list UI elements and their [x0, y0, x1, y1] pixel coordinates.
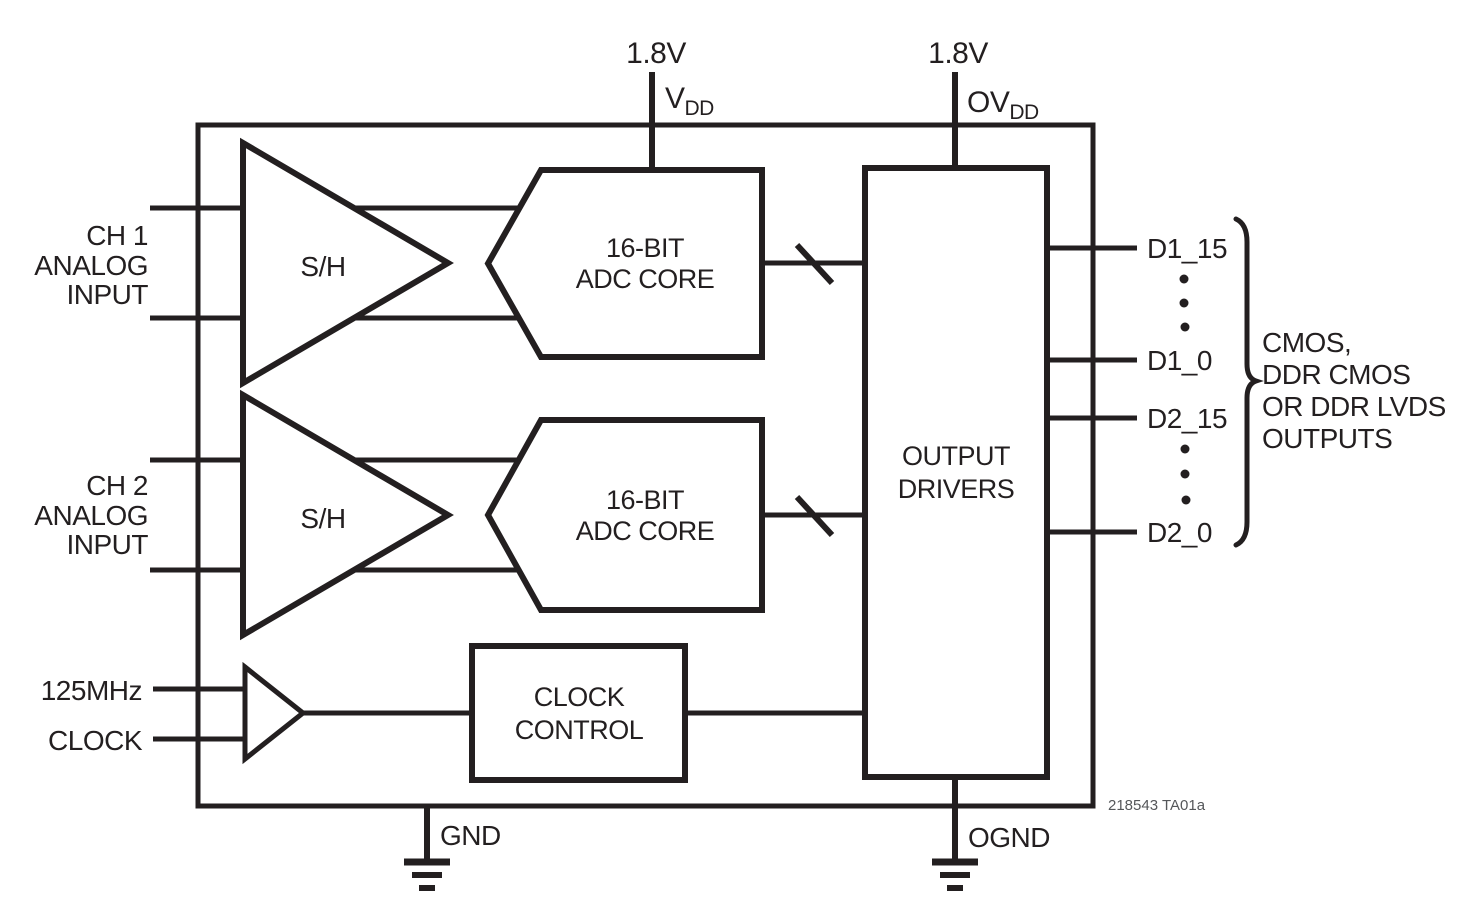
adc1-label-line2: ADC CORE: [576, 264, 715, 294]
output-drivers-block: [862, 165, 1050, 780]
ognd-label: OGND: [968, 822, 1050, 853]
ch1-input-label: CH 1 ANALOG INPUT: [34, 220, 149, 310]
outputs-note-line3: OR DDR LVDS: [1262, 391, 1446, 422]
output-drivers-label-line1: OUTPUT: [902, 441, 1010, 471]
clock-control-label: CLOCK CONTROL: [515, 682, 644, 745]
clock-control-label-line2: CONTROL: [515, 715, 644, 745]
ch2-label-line3: INPUT: [67, 529, 149, 560]
sh1-amplifier-triangle: [240, 137, 454, 389]
vdd-voltage-label: 1.8V: [626, 37, 686, 70]
bus-slash-icon: [794, 494, 835, 538]
output-drivers-label-line2: DRIVERS: [898, 474, 1015, 504]
adc2-label: 16-BIT ADC CORE: [576, 485, 715, 546]
sh2-amplifier-triangle: [240, 389, 454, 641]
clock-freq-label: 125MHz: [41, 675, 142, 706]
ch1-label-line2: ANALOG: [34, 250, 148, 281]
ovdd-voltage-label: 1.8V: [928, 37, 988, 70]
ch2-label-line1: CH 2: [86, 470, 148, 501]
ovdd-pin-subscript: DD: [1009, 101, 1039, 124]
outputs-brace: [1233, 216, 1264, 548]
figure-id: 218543 TA01a: [1108, 797, 1206, 814]
adc2-label-line2: ADC CORE: [576, 516, 715, 546]
ellipsis-dots-d2: [1180, 444, 1191, 505]
adc1-label-line1: 16-BIT: [606, 233, 684, 263]
clock-name-label: CLOCK: [48, 725, 143, 756]
bus-slash-icon: [794, 242, 835, 286]
adc1-label: 16-BIT ADC CORE: [576, 233, 715, 294]
adc2-label-line1: 16-BIT: [606, 485, 684, 515]
clock-control-label-line1: CLOCK: [534, 682, 625, 712]
outputs-note: CMOS, DDR CMOS OR DDR LVDS OUTPUTS: [1262, 327, 1446, 454]
pin-label-d1-15: D1_15: [1147, 233, 1227, 264]
vdd-pin-name: V: [665, 82, 685, 115]
output-drivers-label: OUTPUT DRIVERS: [898, 441, 1015, 504]
outputs-note-line2: DDR CMOS: [1262, 359, 1410, 390]
chip-boundary: [195, 122, 1096, 809]
ellipsis-dots-d1: [1179, 274, 1190, 332]
vdd-pin-label: VDD: [665, 82, 714, 120]
ch1-label-line3: INPUT: [67, 279, 149, 310]
pin-label-d2-0: D2_0: [1147, 517, 1212, 548]
pin-label-d1-0: D1_0: [1147, 345, 1212, 376]
ground-symbol: [932, 858, 978, 891]
ch2-label-line2: ANALOG: [34, 500, 148, 531]
clock-buffer-triangle: [242, 661, 308, 765]
ovdd-pin-name: OV: [967, 86, 1010, 119]
clock-control-block: [469, 643, 688, 783]
gnd-label: GND: [440, 820, 501, 851]
adc1-core-block: [484, 167, 765, 360]
ch2-input-label: CH 2 ANALOG INPUT: [34, 470, 149, 560]
ch1-label-line1: CH 1: [86, 220, 148, 251]
sh2-label: S/H: [300, 503, 345, 534]
sh1-label: S/H: [300, 251, 345, 282]
vdd-pin-subscript: DD: [685, 97, 715, 120]
outputs-note-line1: CMOS,: [1262, 327, 1351, 358]
pin-label-d2-15: D2_15: [1147, 403, 1227, 434]
outputs-note-line4: OUTPUTS: [1262, 423, 1392, 454]
ground-symbol: [404, 858, 450, 891]
adc2-core-block: [484, 417, 765, 613]
ovdd-pin-label: OVDD: [967, 86, 1039, 124]
